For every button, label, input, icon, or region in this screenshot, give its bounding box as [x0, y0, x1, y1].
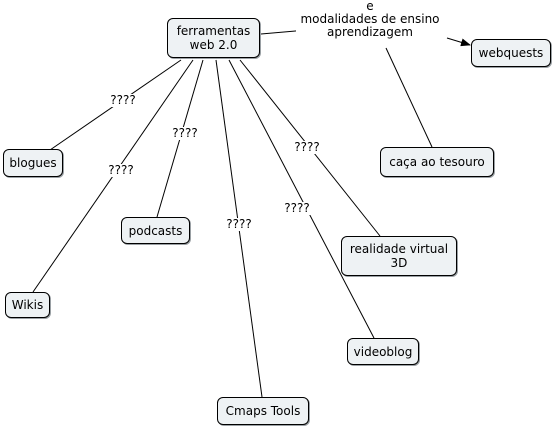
node-webquests[interactable]: webquests	[471, 39, 551, 67]
node-cmaps-tools[interactable]: Cmaps Tools	[217, 397, 309, 425]
node-podcasts[interactable]: podcasts	[121, 217, 190, 244]
arrow-to-webquests	[446, 37, 471, 47]
label-cmaps: ????	[224, 218, 254, 231]
label-videoblog: ????	[282, 202, 312, 215]
node-videoblog[interactable]: videoblog	[347, 338, 419, 365]
label-podcasts: ????	[170, 127, 200, 140]
node-blogues[interactable]: blogues	[3, 149, 63, 177]
node-ferramentas-web[interactable]: ferramentas web 2.0	[167, 18, 260, 58]
label-blogues: ????	[108, 94, 138, 107]
link-videoblog	[228, 59, 375, 339]
link-to-caca	[385, 47, 433, 148]
label-modalidades: e modalidades de ensino aprendizagem	[296, 0, 444, 39]
node-wikis[interactable]: Wikis	[5, 292, 50, 318]
node-caca-ao-tesouro[interactable]: caça ao tesouro	[380, 147, 494, 177]
label-realidade-virtual: ????	[292, 141, 322, 154]
node-realidade-virtual[interactable]: realidade virtual 3D	[341, 236, 457, 276]
label-wikis: ????	[106, 164, 136, 177]
